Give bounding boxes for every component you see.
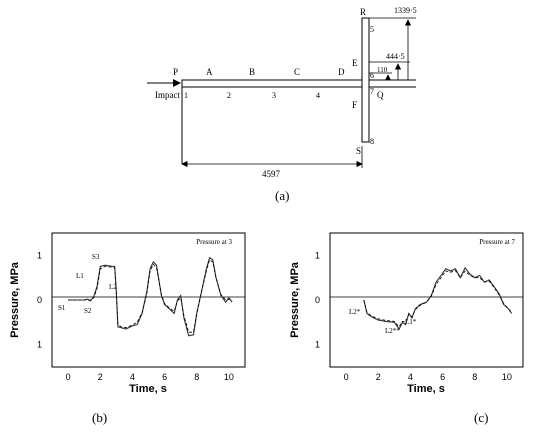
chart-b-xtick-label: 10 — [224, 372, 234, 382]
chart-b-label-s3: S3 — [92, 253, 100, 261]
chart-c-xlabel: Time, s — [407, 383, 445, 395]
chart-b-xtick-label: 0 — [66, 372, 71, 382]
chart-c-ytick-label: 0 — [315, 295, 320, 305]
chart-c-xtick-label: 0 — [344, 372, 349, 382]
node-number-7: 7 — [370, 87, 374, 96]
chart-b-xtick-label: 2 — [98, 372, 103, 382]
pipe-network-diagram: Impact P A B C D E F R S Q 1 2 3 4 5 6 7… — [147, 6, 417, 203]
chart-b-ytick-label: 0 — [37, 295, 42, 305]
node-number-3: 3 — [272, 91, 276, 100]
panel-a-caption: (a) — [275, 188, 289, 203]
chart-c-label-l2star: L2* — [349, 308, 361, 316]
chart-c-xtick-label: 8 — [472, 372, 477, 382]
impact-label: Impact — [155, 90, 180, 100]
dim-label-e: 444·5 — [386, 52, 405, 61]
chart-b-annotation: Pressure at 3 — [196, 238, 232, 246]
node-letter-c: C — [294, 67, 300, 77]
node-letter-d: D — [338, 67, 345, 77]
chart-c-label-l2starstar: L2** — [385, 327, 400, 335]
dim-label-total: 4597 — [262, 169, 281, 179]
chart-c-series-1 — [363, 266, 513, 331]
chart-b-label-s2: S2 — [84, 307, 92, 315]
chart-b-label-l2: L2 — [109, 283, 117, 291]
chart-b-xtick-label: 8 — [194, 372, 199, 382]
chart-c-frame — [329, 232, 524, 368]
chart-b-ytick-label: 1 — [37, 250, 42, 260]
chart-c-xtick-label: 6 — [440, 372, 445, 382]
dim-label-r: 1339·5 — [394, 6, 417, 15]
vertical-pipe — [361, 17, 370, 143]
panel-b-caption: (b) — [92, 410, 107, 425]
dim-label-110: 110 — [377, 66, 388, 74]
chart-b-xtick-label: 6 — [162, 372, 167, 382]
node-number-2: 2 — [227, 91, 231, 100]
chart-b-label-l1: L1 — [76, 272, 84, 280]
node-letter-s: S — [356, 146, 361, 156]
node-letter-f: F — [352, 100, 357, 110]
node-number-8: 8 — [370, 137, 374, 146]
chart-b-frame — [51, 232, 246, 368]
node-number-4: 4 — [316, 91, 320, 100]
chart-b-xlabel: Time, s — [129, 383, 167, 395]
chart-c-ytick-label: 1 — [315, 340, 320, 350]
node-letter-p: P — [173, 67, 178, 77]
chart-b-series-1 — [68, 256, 233, 337]
chart-c-xtick-label: 2 — [376, 372, 381, 382]
panel-c-caption: (c) — [474, 410, 488, 425]
chart-c-label-l1star: L1* — [405, 318, 417, 326]
node-letter-b: B — [249, 67, 255, 77]
node-letter-e: E — [352, 58, 358, 68]
chart-b-ytick-label: 1 — [37, 340, 42, 350]
node-letter-a: A — [206, 67, 213, 77]
main-pipe — [181, 79, 363, 88]
chart-c-xtick-label: 4 — [408, 372, 413, 382]
node-letter-r: R — [360, 7, 366, 17]
chart-c-ylabel: Pressure, MPa — [289, 261, 301, 338]
chart-b-xtick-label: 4 — [130, 372, 135, 382]
chart-c-xtick-label: 10 — [502, 372, 512, 382]
chart-c-annotation: Pressure at 7 — [479, 238, 515, 246]
node-number-6: 6 — [370, 71, 374, 80]
chart-b-series-2 — [68, 259, 233, 333]
chart-b-ylabel: Pressure, MPa — [9, 261, 21, 338]
node-number-1: 1 — [184, 91, 188, 100]
node-number-5: 5 — [370, 25, 374, 34]
chart-b-label-s1: S1 — [58, 304, 66, 312]
node-letter-q: Q — [377, 90, 384, 100]
chart-c-ytick-label: 1 — [315, 250, 320, 260]
